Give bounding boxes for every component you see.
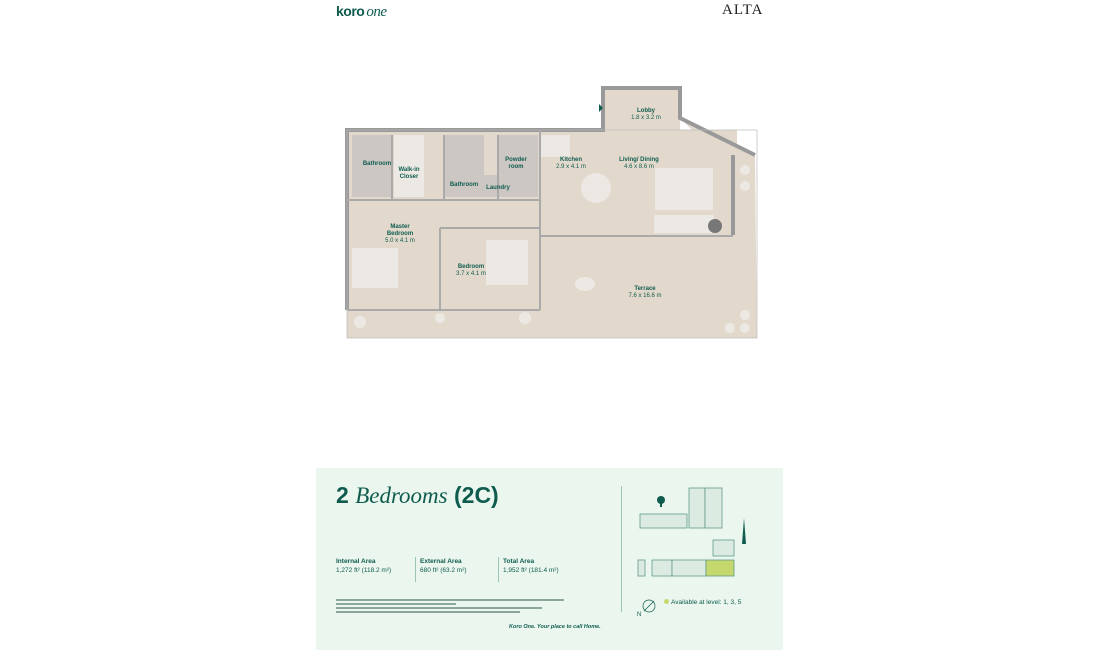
disclaimer-line xyxy=(336,603,456,605)
room-label: Powder room xyxy=(505,157,527,170)
north-label: N xyxy=(637,612,641,618)
disclaimer-line xyxy=(336,611,520,613)
room-label: Walk-in Closer xyxy=(398,167,420,180)
disclaimer-line xyxy=(336,599,564,601)
available-dot-icon xyxy=(664,599,669,604)
tagline: Koro One. Your place to call Home. xyxy=(509,624,601,630)
highlighted-unit xyxy=(705,559,735,577)
entrance-arrow-icon xyxy=(599,104,603,112)
floor-plan xyxy=(345,86,758,339)
room-label: Bathroom xyxy=(449,182,479,188)
key-plan: N xyxy=(637,487,746,618)
availability-note: Available at level: 1, 3, 5 xyxy=(664,599,741,606)
compass-icon xyxy=(642,599,656,613)
tower-icon xyxy=(742,518,746,544)
unit-title: 2 Bedrooms (2C) xyxy=(336,482,499,508)
tree-icon xyxy=(657,496,665,507)
alta-logo: ALTA xyxy=(722,2,764,18)
disclaimer-line xyxy=(336,607,542,609)
room-label: Bathroom xyxy=(362,161,392,167)
room-label: Laundry xyxy=(486,185,510,191)
